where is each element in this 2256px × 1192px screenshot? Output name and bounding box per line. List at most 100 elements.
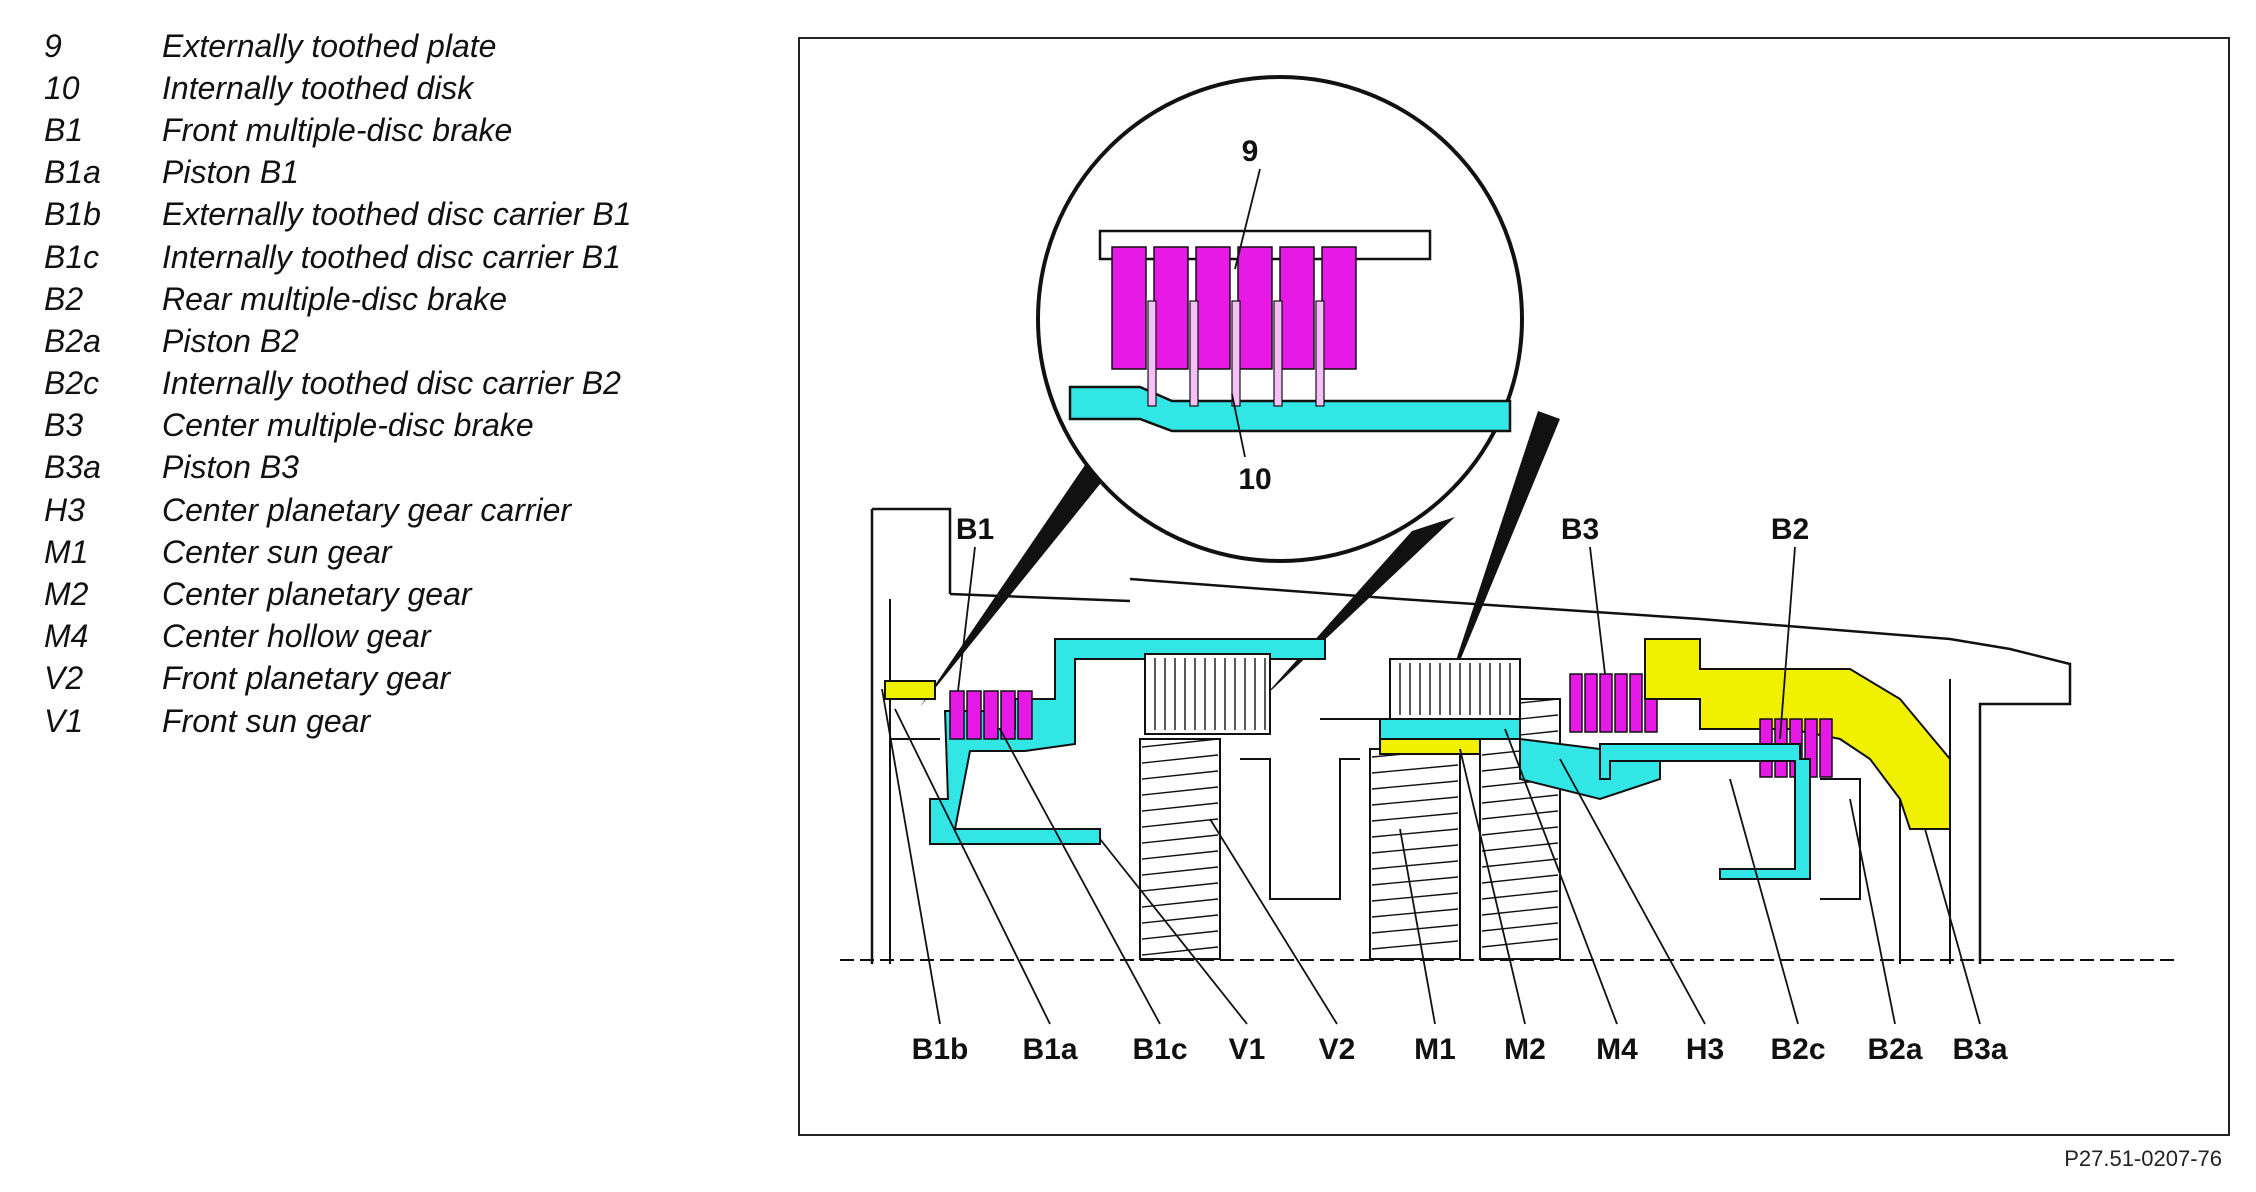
legend-desc: Externally toothed plate <box>162 27 497 64</box>
internally-toothed-disk <box>1315 300 1325 407</box>
legend-code: B2a <box>44 322 101 359</box>
legend-code: 9 <box>44 27 62 64</box>
piston-b1a <box>884 680 936 700</box>
bottom-leader <box>1399 828 1436 1025</box>
legend-desc: Center hollow gear <box>162 618 431 655</box>
bottom-label: M4 <box>1596 1033 1638 1066</box>
inset-callout-right2 <box>1440 411 1560 709</box>
legend-desc: Piston B2 <box>162 322 299 359</box>
hatch-line <box>1141 818 1219 828</box>
legend-code: B2c <box>44 365 100 402</box>
gear-v1-hatch <box>1141 738 1219 956</box>
hatch-line <box>1371 828 1459 838</box>
hatch-line <box>1481 874 1559 884</box>
legend-desc: Internally toothed disc carrier B2 <box>162 365 621 402</box>
hatch-line <box>1141 802 1219 812</box>
brake-disc <box>1195 246 1231 370</box>
hatch-line <box>1481 842 1559 852</box>
hatch-line <box>1371 796 1459 806</box>
b3-disc-pack <box>1569 673 1658 733</box>
transmission-cross-section: 9 10 <box>840 75 2180 1066</box>
bottom-leader <box>1209 818 1338 1025</box>
ring-teeth-lines <box>1399 663 1511 715</box>
bottom-label: B2a <box>1867 1033 1922 1066</box>
hatch-line <box>1141 738 1219 748</box>
brake-disc <box>1584 673 1598 733</box>
bottom-leader <box>894 708 1051 1025</box>
legend-row: B1 Front multiple-disc brake <box>44 109 632 151</box>
sun-gear-m1 <box>1369 748 1461 960</box>
piston-b3a <box>1644 638 1951 830</box>
bottom-label: V1 <box>1229 1033 1266 1066</box>
legend-code: 10 <box>44 69 80 106</box>
inset-leader-10 <box>1231 393 1246 458</box>
brake-b1 <box>884 638 1326 845</box>
legend-row: B2a Piston B2 <box>44 320 632 362</box>
legend-desc: Center planetary gear carrier <box>162 491 572 528</box>
legend-desc: Front multiple-disc brake <box>162 111 513 148</box>
legend-code: H3 <box>44 491 85 528</box>
brake-disc <box>1111 246 1147 370</box>
bottom-leader <box>1924 828 1981 1025</box>
hatch-line <box>1481 794 1559 804</box>
hatch-line <box>1481 922 1559 932</box>
label-b1: B1 <box>956 513 994 546</box>
housing-outline <box>870 507 2072 964</box>
hatch-line <box>1481 826 1559 836</box>
internally-toothed-disk <box>1189 300 1199 407</box>
piston-b2a <box>1820 778 1861 900</box>
legend-desc: Internally toothed disk <box>162 69 474 106</box>
brakes-b3-b2 <box>1569 638 1951 900</box>
label-b3: B3 <box>1561 513 1599 546</box>
legend-code: B1c <box>44 238 100 275</box>
legend-row: B2c Internally toothed disc carrier B2 <box>44 363 632 405</box>
hatch-line <box>1371 924 1459 934</box>
legend-row: H3 Center planetary gear carrier <box>44 489 632 531</box>
bottom-leader <box>1099 838 1248 1025</box>
brake-disc <box>966 690 982 740</box>
hatch-line <box>1371 892 1459 902</box>
hatch-line <box>1141 898 1219 908</box>
legend-row: 9 Externally toothed plate <box>44 25 632 67</box>
brake-disc <box>1237 246 1273 370</box>
legend-code: M2 <box>44 576 89 613</box>
gear-teeth-lines <box>1154 658 1266 730</box>
ring-teeth <box>1389 658 1521 720</box>
diagram-frame: 9 10 <box>798 37 2230 1136</box>
bottom-leader <box>1504 728 1618 1025</box>
hatch-line <box>1141 866 1219 876</box>
hatch-line <box>1481 810 1559 820</box>
legend-code: B1 <box>44 111 84 148</box>
legend-code: M1 <box>44 533 89 570</box>
legend-code: M4 <box>44 618 89 655</box>
carrier-h3 <box>1379 718 1661 801</box>
legend-desc: Center sun gear <box>162 533 392 570</box>
brake-disc <box>1279 246 1315 370</box>
brake-disc <box>949 690 965 740</box>
bottom-label: B2c <box>1770 1033 1825 1066</box>
hatch-line <box>1141 946 1219 956</box>
legend-row: M1 Center sun gear <box>44 531 632 573</box>
housing-inner <box>889 599 1951 964</box>
bottom-label: M1 <box>1414 1033 1456 1066</box>
inset-label-10: 10 <box>1238 463 1271 496</box>
brake-disc <box>1000 690 1016 740</box>
carrier-b2c <box>1599 743 1811 880</box>
inset-label-9: 9 <box>1242 135 1259 168</box>
figure-reference: P27.51-0207-76 <box>2064 1146 2222 1171</box>
bottom-leader <box>999 728 1161 1025</box>
hatch-line <box>1371 844 1459 854</box>
legend-desc: Center planetary gear <box>162 576 472 613</box>
hollow-gear-m4 <box>1379 738 1481 755</box>
bottom-leader <box>1459 748 1526 1025</box>
legend-desc: Front planetary gear <box>162 660 451 697</box>
leader-b2 <box>1779 546 1796 740</box>
bottom-label: H3 <box>1686 1033 1724 1066</box>
brake-disc <box>1017 690 1033 740</box>
center-gearset <box>1369 658 1661 960</box>
